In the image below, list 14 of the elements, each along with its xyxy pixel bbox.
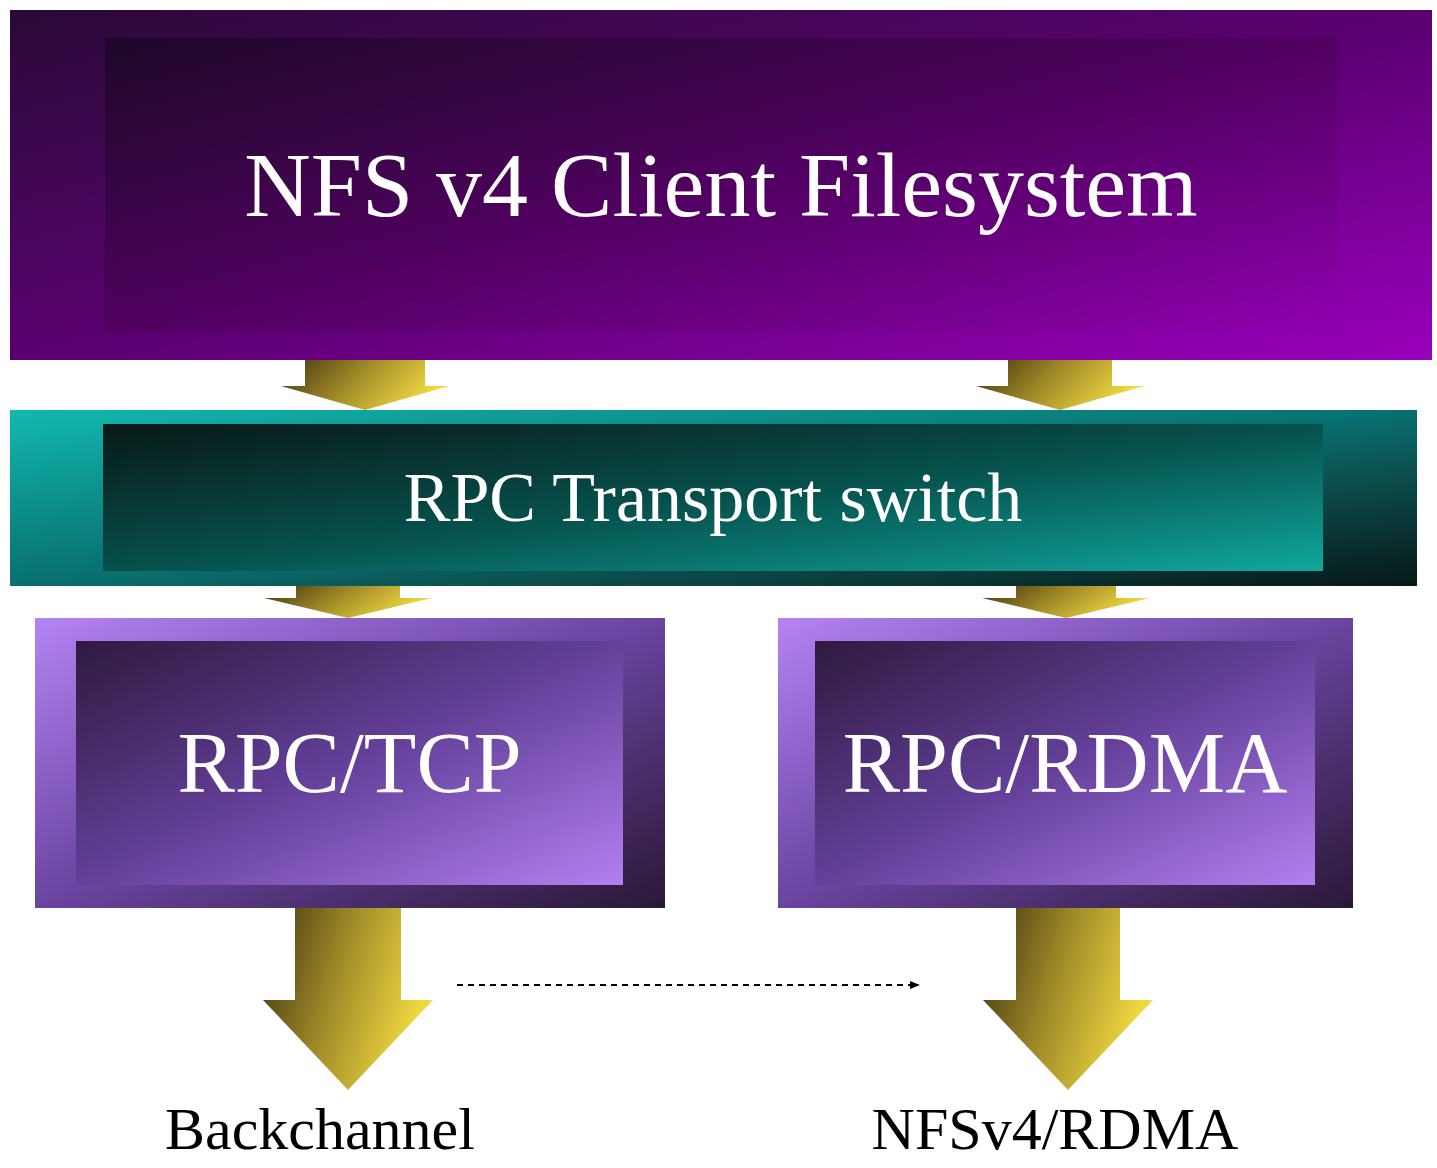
block-arrow [263, 908, 433, 1090]
block-arrow [264, 586, 432, 618]
layer-title: RPC/TCP [177, 720, 522, 806]
block-arrow [281, 360, 449, 410]
layer-frame [10, 410, 1417, 586]
block-arrow [983, 908, 1153, 1090]
block-arrow [982, 586, 1150, 618]
block-arrow [976, 360, 1144, 410]
layer-frame [35, 618, 665, 908]
output-label: Backchannel [140, 1096, 500, 1162]
layer-title: RPC/RDMA [842, 720, 1288, 806]
layer-frame [10, 10, 1432, 360]
output-label: NFSv4/RDMA [840, 1096, 1270, 1162]
layer-frame [778, 618, 1353, 908]
